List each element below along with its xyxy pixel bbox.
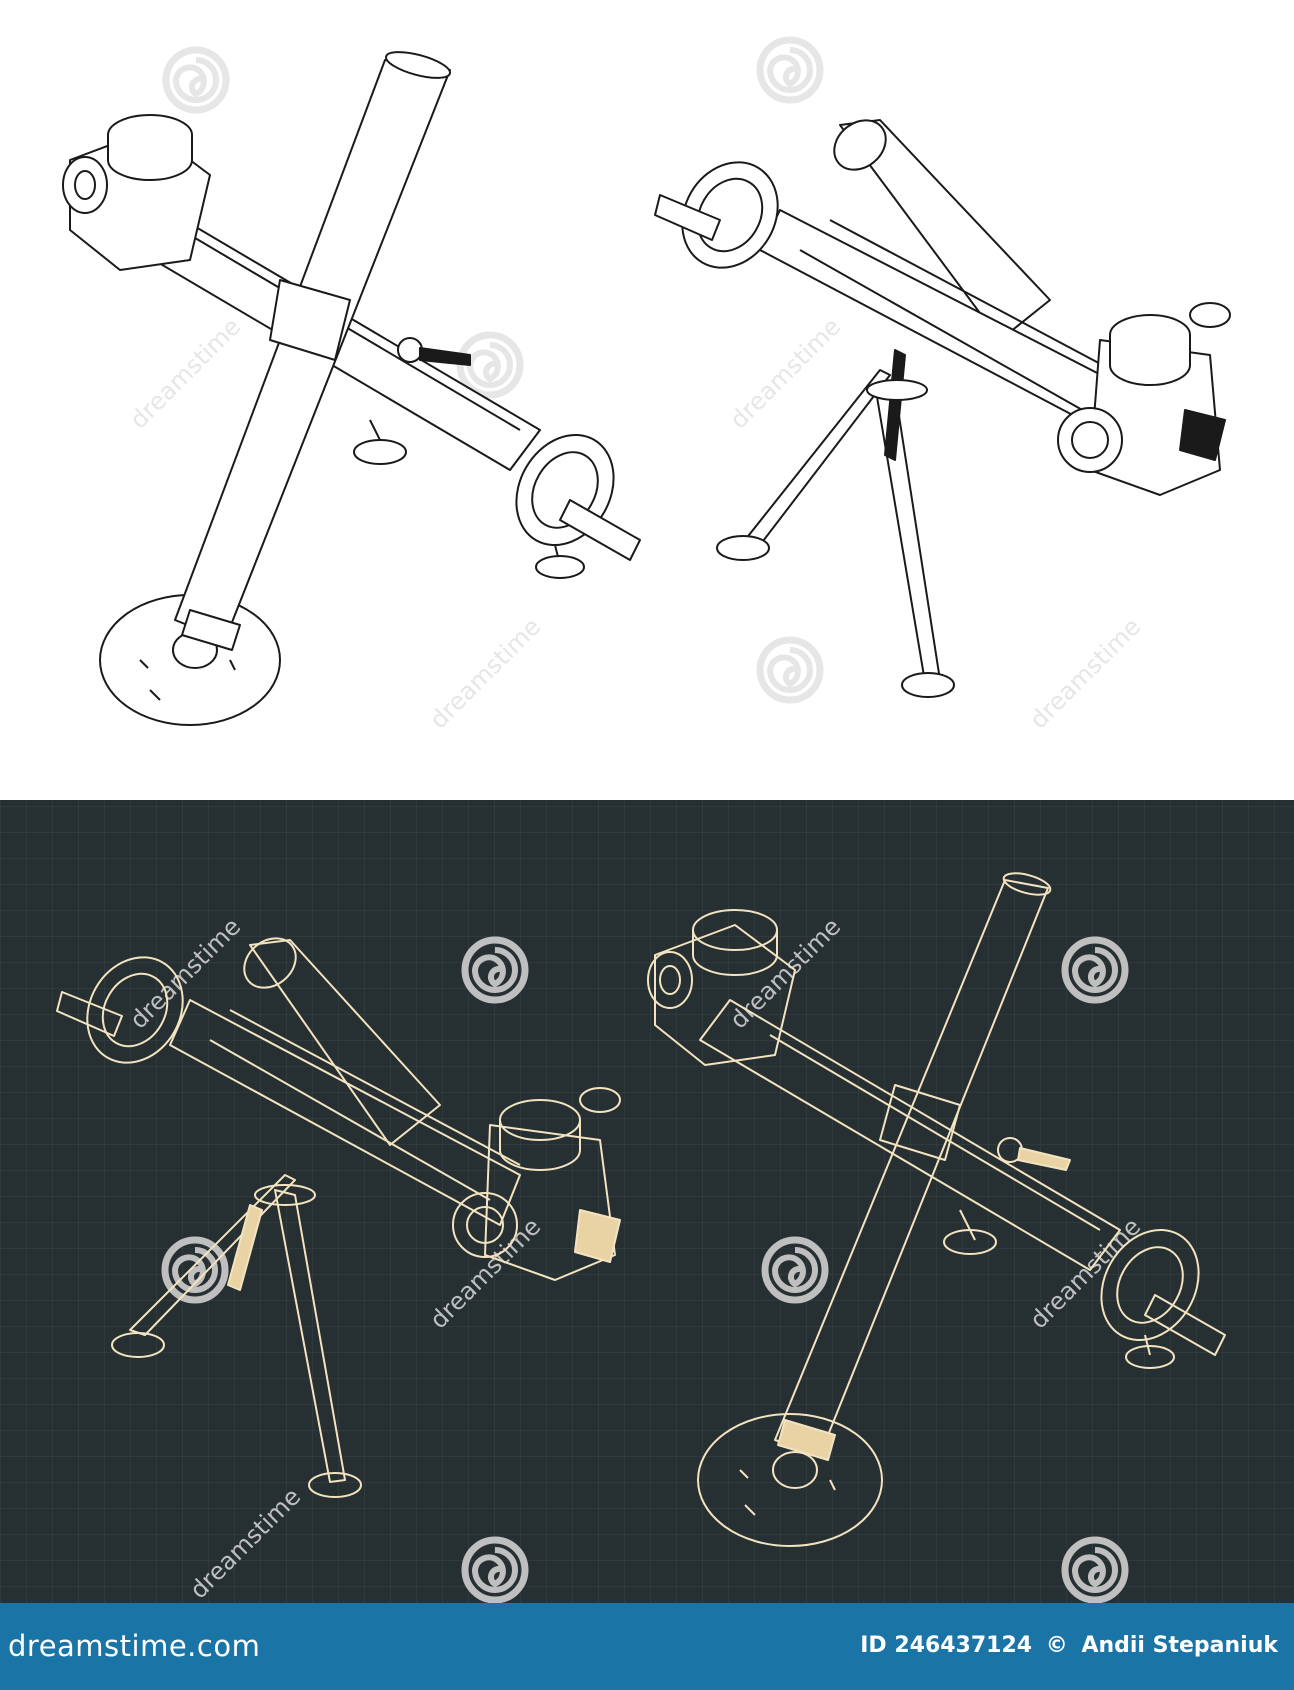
copyright-icon: © (1045, 1633, 1068, 1658)
footer-bar: dreamstime.com ID 246437124 © Andii Step… (0, 1603, 1294, 1690)
mortar-tripod-drawing-dark (56, 937, 621, 1498)
footer-logo[interactable]: dreamstime.com (8, 1629, 261, 1663)
mortar-tripod-drawing-light (654, 119, 1231, 698)
image-id: ID 246437124 (860, 1633, 1033, 1658)
mortar-baseplate-drawing-dark (647, 872, 1226, 1547)
dark-panel-grid (0, 800, 1294, 1603)
blueprint-artwork: dreamstime dreamstime dreamstime dreamst… (0, 36, 1294, 1603)
author-name[interactable]: Andii Stepaniuk (1081, 1633, 1278, 1658)
mortar-baseplate-drawing-light (62, 51, 641, 726)
footer-info: ID 246437124 © Andii Stepaniuk (854, 1633, 1278, 1658)
